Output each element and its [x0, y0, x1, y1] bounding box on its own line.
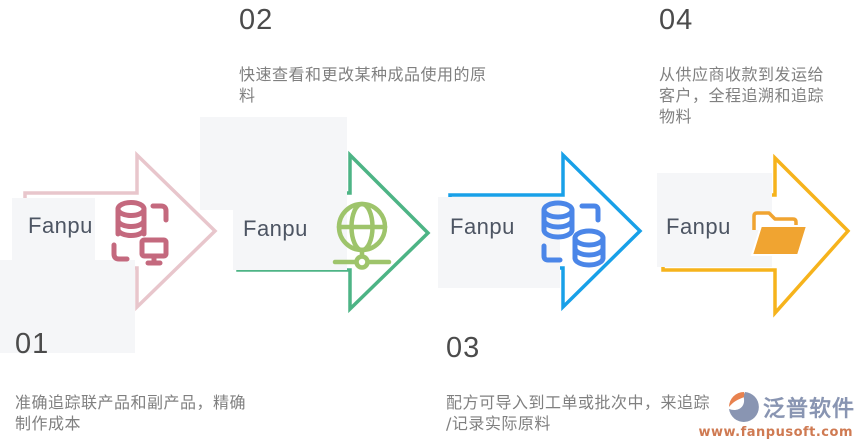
step4-arrow	[661, 153, 851, 318]
logo-swirl-orange	[728, 392, 745, 407]
step2-brand-label: Fanpu	[243, 216, 308, 241]
logo-company-name: 泛普软件	[762, 397, 855, 422]
step1-bottom-panel	[0, 260, 135, 353]
step1-number: 01	[15, 328, 50, 360]
step3-number: 03	[446, 332, 481, 364]
step2-arrow	[236, 150, 431, 314]
step2-description: 快速查看和更改某种成品使用的原 料	[239, 65, 487, 105]
step3-brand-label: Fanpu	[450, 214, 515, 239]
step3-description: 配方可导入到工单或批次中，来追踪 /记录实际原料	[446, 393, 711, 433]
logo-website-url: www.fanpusoft.com	[698, 425, 853, 440]
open-folder-icon	[750, 211, 809, 256]
step1-brand-panel	[12, 198, 95, 270]
step2-brand-panel	[233, 210, 347, 270]
database-sync-icon	[541, 200, 606, 268]
database-monitor-sync-icon	[111, 200, 169, 266]
step2-top-panel	[200, 117, 347, 210]
step1-description: 准确追踪联产品和副产品，精确 制作成本	[15, 393, 247, 433]
step4-brand-label: Fanpu	[666, 214, 731, 239]
step2-number: 02	[239, 4, 274, 36]
step1-brand-label: Fanpu	[28, 213, 93, 238]
step4-number: 04	[659, 4, 694, 36]
fanpu-logo-swirl-icon	[728, 392, 759, 422]
logo-swirl-blue	[728, 392, 759, 422]
globe-network-icon	[332, 201, 392, 270]
fanpu-logo: 泛普软件 www.fanpusoft.com	[698, 389, 855, 440]
step4-description: 从供应商收款到发运给 客户，全程追溯和追踪 物料	[659, 65, 825, 126]
folder-front	[750, 225, 809, 256]
step3-brand-panel	[438, 197, 560, 288]
